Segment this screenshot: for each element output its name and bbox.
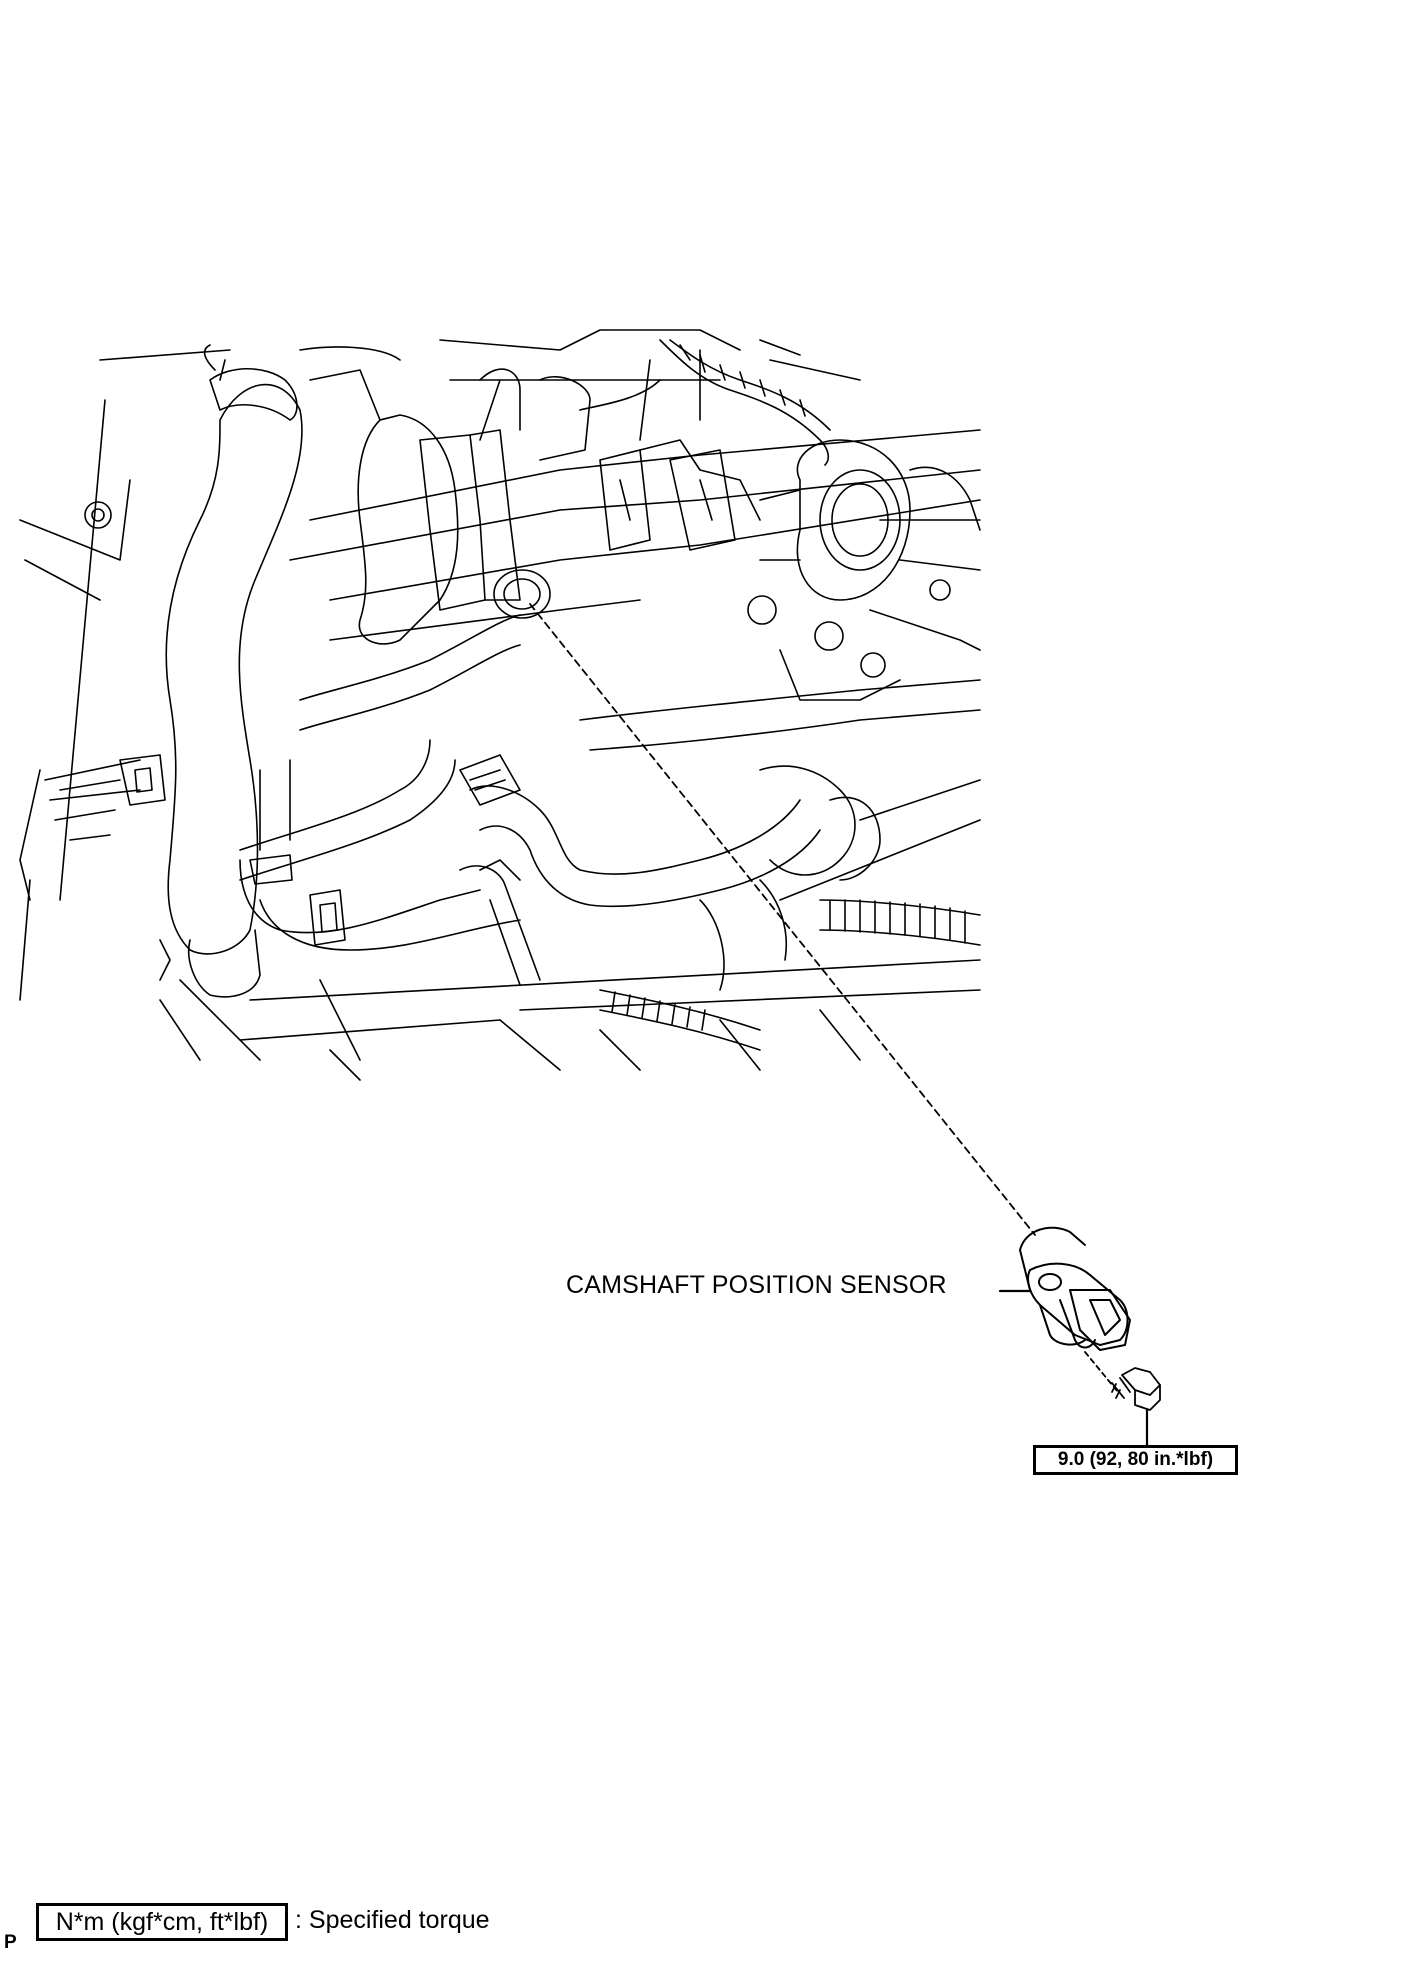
upper-hose — [84, 344, 303, 998]
legend-unit-box: N*m (kgf*cm, ft*lbf) — [36, 1903, 288, 1941]
sensor-bolt-part — [1084, 1351, 1161, 1411]
sensor-mount-hole — [493, 569, 551, 619]
torque-specification-box: 9.0 (92, 80 in.*lbf) — [1033, 1445, 1238, 1475]
legend-description: : Specified torque — [295, 1906, 490, 1934]
wire-loom-right — [599, 899, 981, 1051]
camshaft-position-sensor-label: CAMSHAFT POSITION SENSOR — [566, 1271, 947, 1299]
camshaft-position-sensor-part — [1019, 1226, 1131, 1351]
wire-harness-top — [579, 339, 831, 521]
heater-hoses — [239, 765, 881, 991]
throttle-body — [747, 439, 981, 701]
engine-background-lines — [19, 329, 981, 1081]
installation-guide-line — [529, 603, 1036, 1236]
hose-clamp — [459, 754, 521, 806]
middle-hoses — [239, 614, 981, 881]
left-bracket — [54, 754, 166, 841]
legend-marker: P — [4, 1932, 17, 1953]
intake-components — [299, 346, 736, 645]
